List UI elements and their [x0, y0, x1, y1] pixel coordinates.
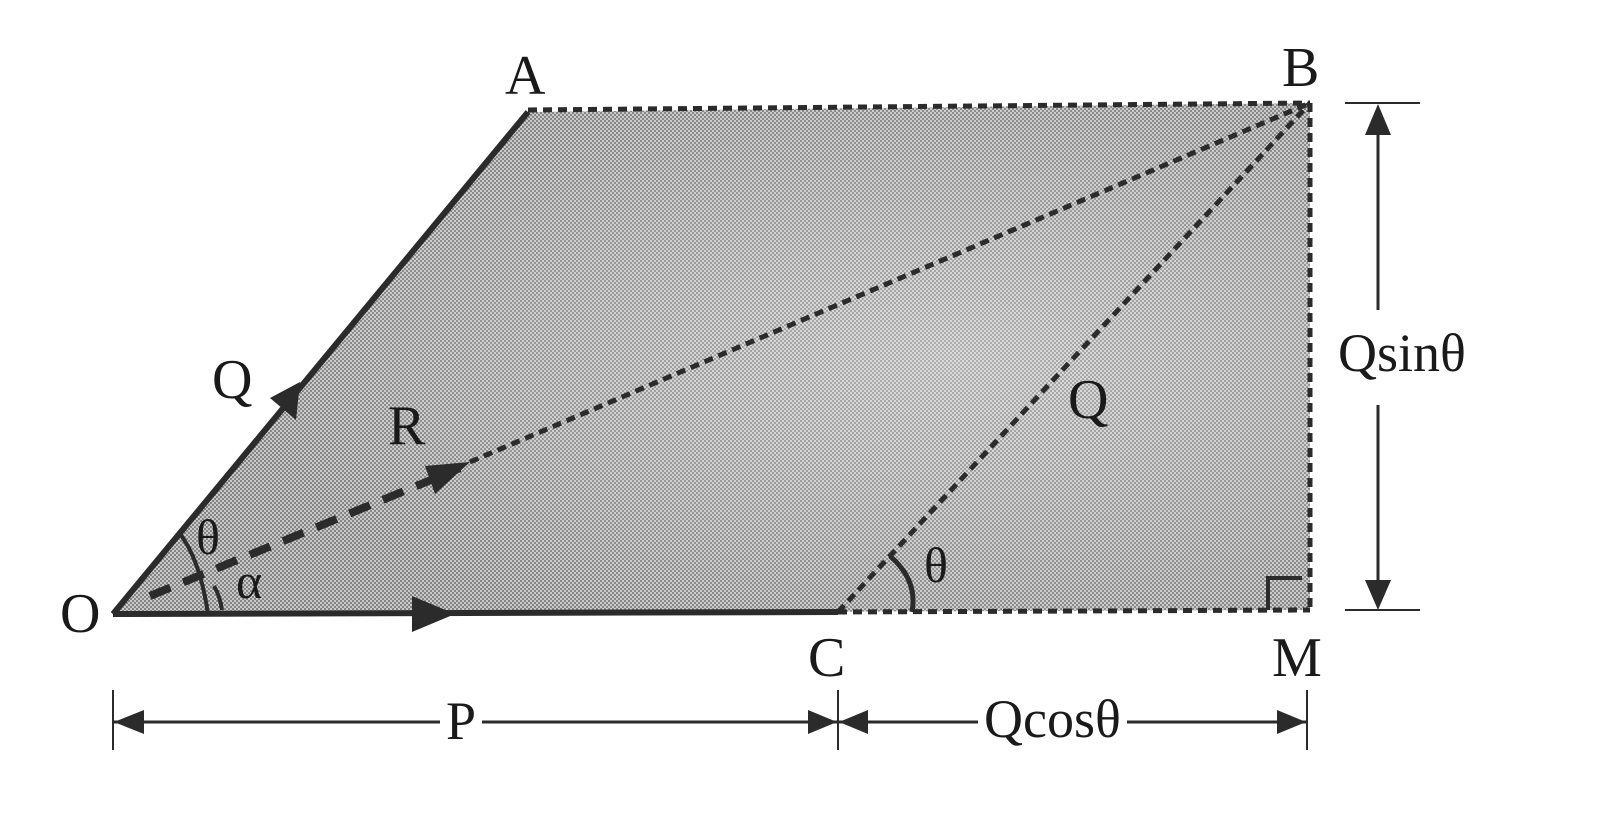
label-angle-theta-o: θ	[196, 509, 220, 565]
angle-arc-theta-c	[888, 554, 916, 613]
angle-arc-theta-o	[178, 532, 210, 615]
line-ab	[527, 100, 1311, 113]
label-point-b: B	[1282, 37, 1320, 99]
arrow-head-p	[412, 596, 455, 632]
label-vector-q-left: Q	[212, 349, 253, 411]
label-dim-qsin: Qsinθ	[1332, 326, 1472, 380]
label-vector-q-right: Q	[1068, 369, 1109, 431]
arrow-head-r	[425, 462, 470, 494]
vector-p-oc	[112, 609, 839, 617]
vector-q-oa	[110, 110, 531, 616]
right-angle-mark	[1266, 576, 1302, 610]
line-cm	[837, 607, 1311, 615]
label-dim-p: P	[440, 694, 483, 748]
arrow-head-q	[270, 382, 300, 420]
label-point-m: M	[1272, 627, 1322, 689]
angle-arc-alpha-o	[212, 584, 224, 611]
label-point-c: C	[808, 627, 846, 689]
label-angle-theta-c: θ	[924, 537, 948, 593]
resultant-r-near	[148, 464, 462, 600]
line-cb-q	[836, 101, 1312, 614]
label-vector-r: R	[388, 395, 426, 457]
resultant-r-far	[469, 100, 1311, 465]
label-dim-qcos: Qcosθ	[978, 692, 1127, 746]
label-point-o: O	[60, 583, 101, 645]
label-angle-alpha-o: α	[236, 553, 263, 609]
label-point-a: A	[505, 45, 546, 107]
